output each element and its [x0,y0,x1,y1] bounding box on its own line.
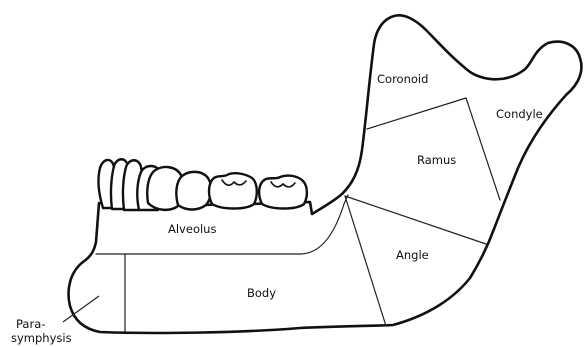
label-coronoid: Coronoid [377,72,428,86]
label-ramus: Ramus [417,153,456,167]
label-angle: Angle [396,248,429,262]
label-body: Body [247,286,276,300]
label-condyle: Condyle [496,107,543,121]
teeth [99,159,307,210]
label-parasymphysis-line2: symphysis [11,331,72,345]
tooth [209,173,257,208]
label-alveolus: Alveolus [168,222,216,236]
tooth [176,172,211,210]
label-parasymphysis-line1: Para- [16,317,45,331]
tooth [259,176,307,209]
